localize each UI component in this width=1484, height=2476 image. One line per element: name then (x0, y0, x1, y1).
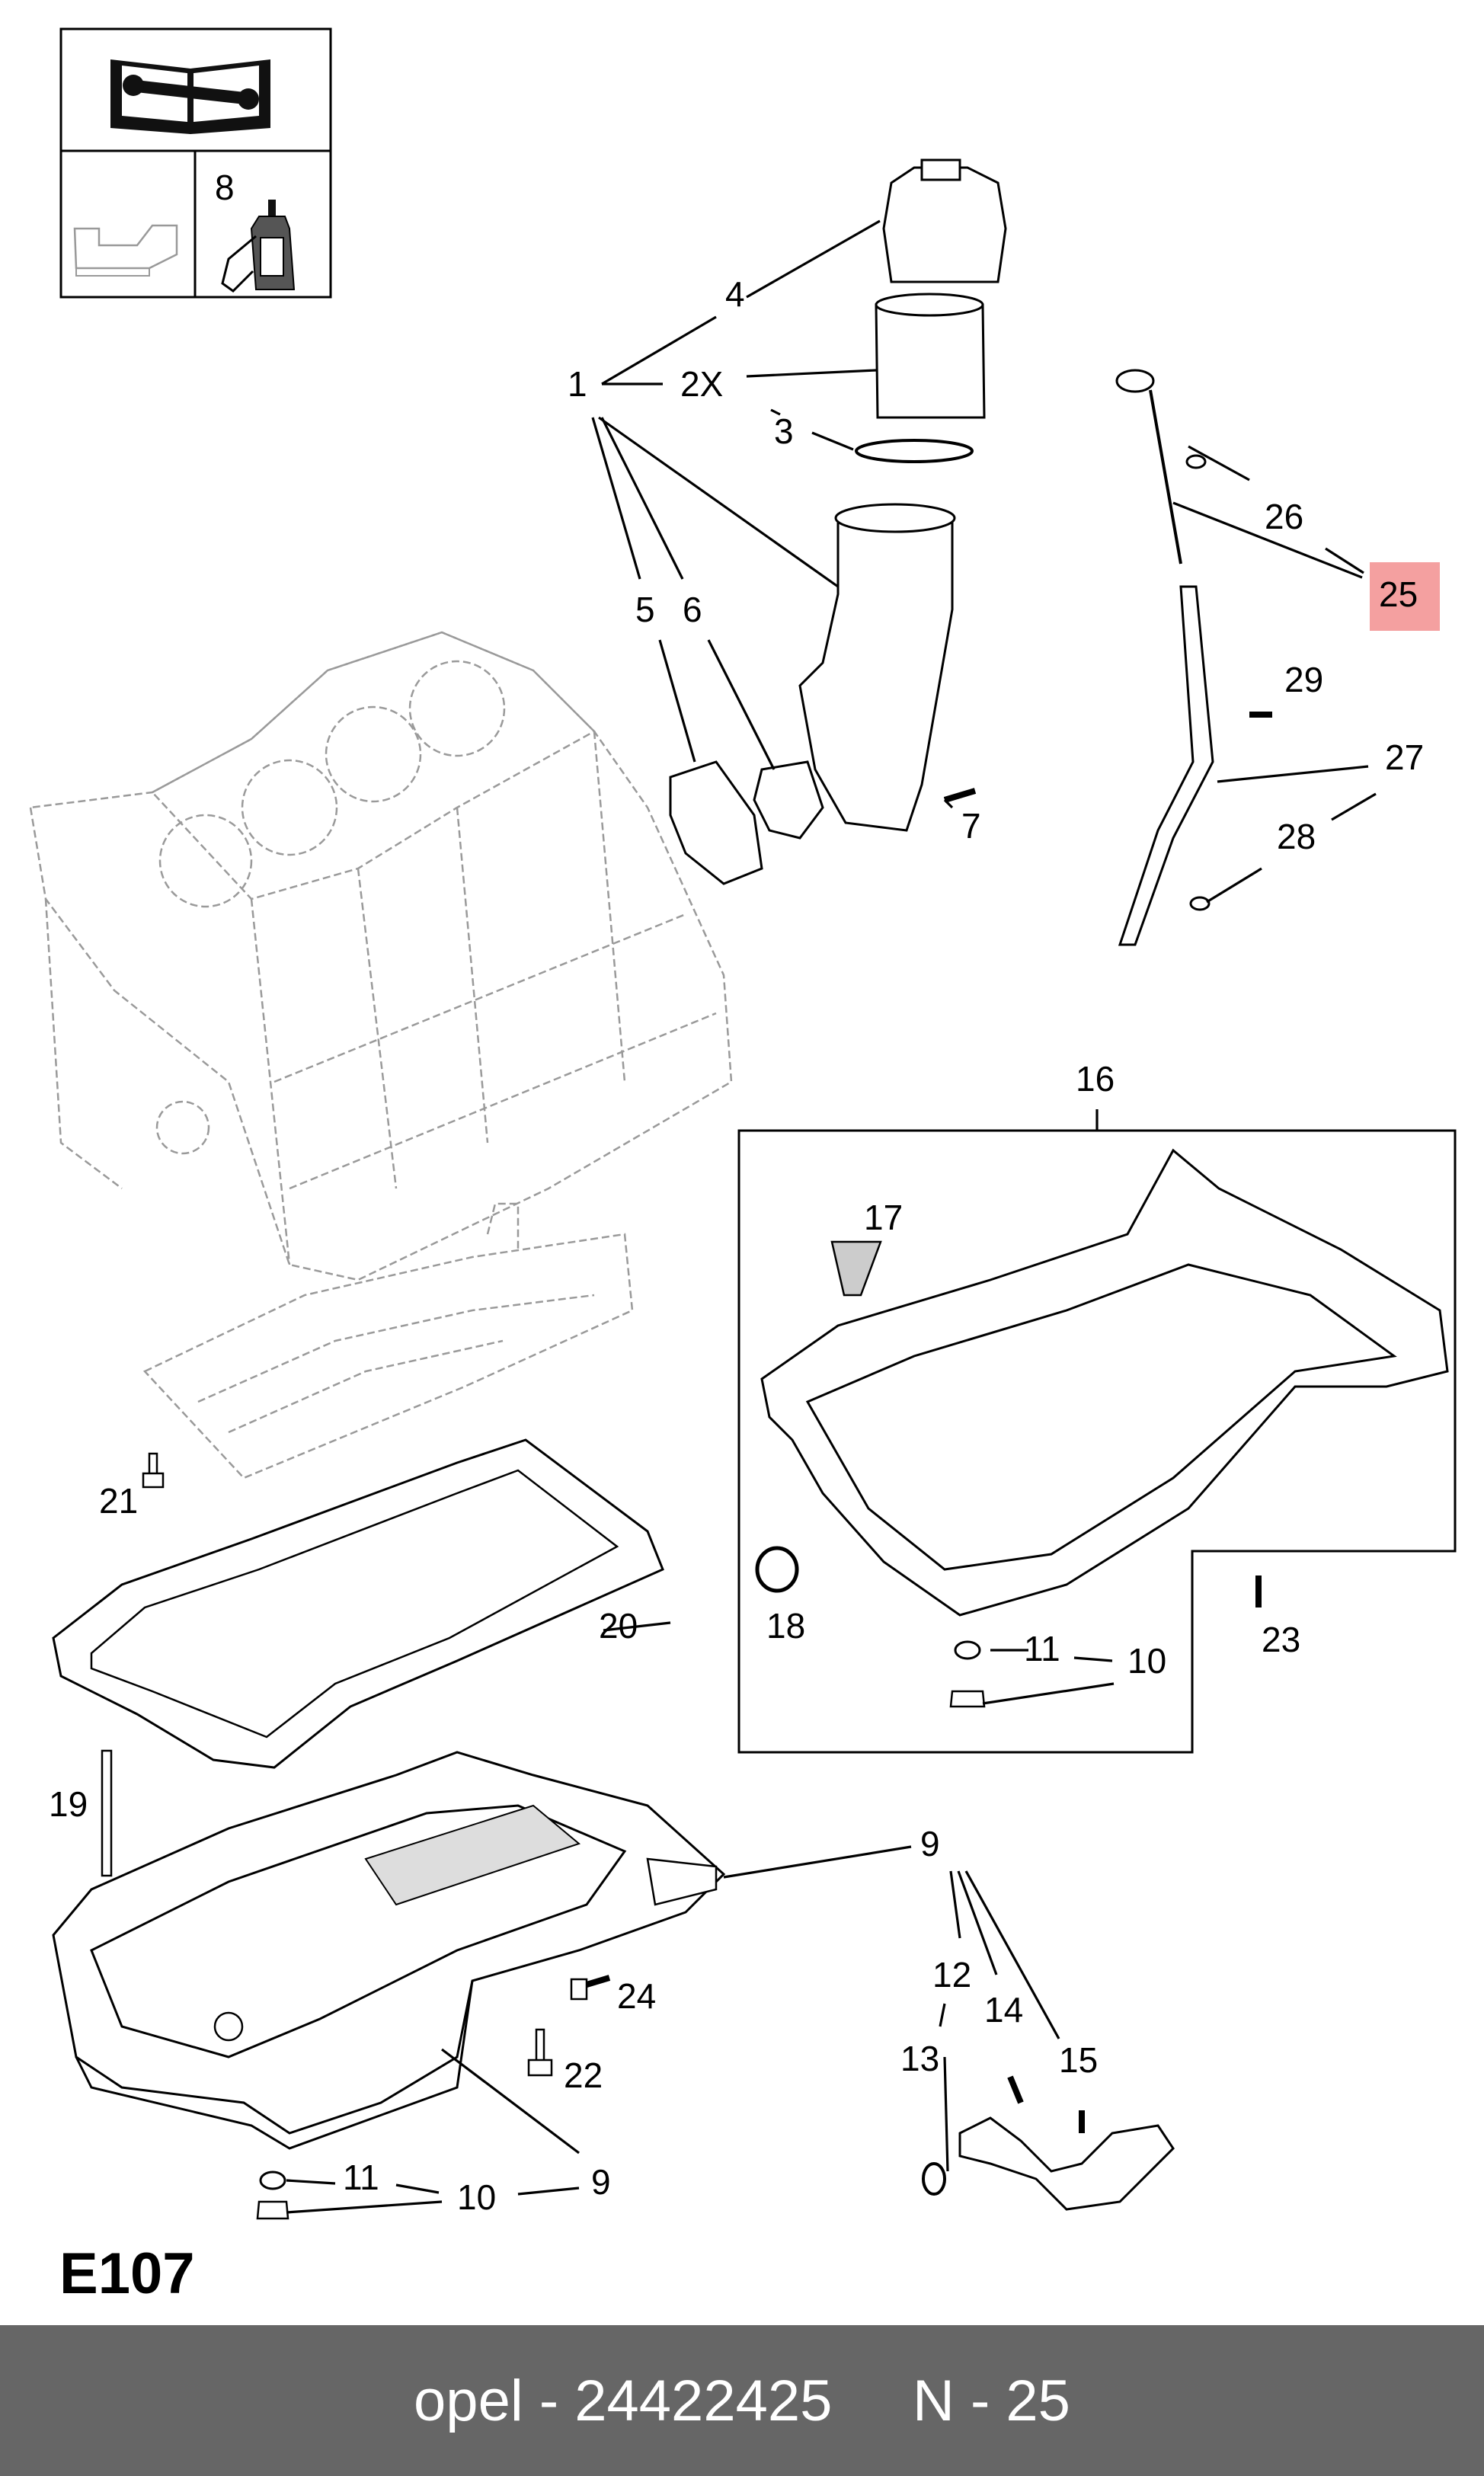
footer-ref: N - 25 (912, 2368, 1070, 2433)
callout-16: 16 (1076, 1059, 1115, 1099)
filter-housing-1 (798, 513, 954, 832)
callout-25: 25 (1379, 574, 1418, 614)
callout-11-bottom: 11 (343, 2158, 379, 2197)
callout-28: 28 (1277, 817, 1316, 856)
footer-caption: opel - 24422425 N - 25 (0, 2325, 1484, 2476)
callout-4: 4 (725, 274, 745, 314)
oil-pan-gasket-20 (52, 1438, 664, 1769)
filter-cap-4 (882, 166, 1007, 283)
seal-18 (755, 1546, 799, 1593)
callout-1: 1 (568, 364, 587, 404)
strainer-17 (830, 1240, 882, 1297)
callout-10-detail: 10 (1127, 1641, 1166, 1681)
footer-bar: opel - 24422425 N - 25 (0, 2325, 1484, 2476)
detail-box-16 (737, 1129, 1457, 1754)
callout-19: 19 (49, 1784, 88, 1824)
oil-filter-assembly (669, 158, 1007, 885)
gasket-5 (669, 760, 763, 885)
bolt-22 (527, 2028, 553, 2077)
repair-manual-wrench-icon (110, 59, 270, 134)
callout-3: 3 (774, 411, 794, 451)
engine-block (29, 631, 733, 1281)
callout-27: 27 (1385, 737, 1424, 777)
oil-pan-icon (73, 224, 178, 277)
dipstick-handle (1115, 369, 1155, 393)
dipstick-tube-27 (1118, 585, 1214, 946)
callout-13: 13 (900, 2039, 939, 2078)
callout-26: 26 (1265, 497, 1303, 536)
callout-7: 7 (961, 806, 981, 846)
diagram-code: E107 (59, 2241, 195, 2306)
callout-23: 23 (1262, 1620, 1300, 1659)
o-ring-3 (855, 439, 974, 463)
callout-9-top: 9 (920, 1824, 940, 1863)
baffle-plate (142, 1202, 634, 1480)
leader-lines (286, 219, 1377, 2214)
callout-9-bottom: 9 (591, 2162, 611, 2202)
callout-11-detail: 11 (1024, 1629, 1060, 1668)
callout-labels: 1 2X 3 4 5 6 7 9 9 10 10 11 11 12 13 14 … (49, 274, 1424, 2217)
callout-18: 18 (766, 1606, 805, 1646)
callout-5: 5 (635, 590, 655, 629)
dipstick-assembly (1115, 369, 1272, 946)
callout-10-bottom: 10 (457, 2177, 496, 2217)
gasket-6 (753, 760, 824, 840)
callout-17: 17 (864, 1198, 903, 1237)
footer-spacer (832, 2368, 913, 2434)
bolt-21 (142, 1452, 165, 1489)
icon-box: 8 (59, 27, 332, 299)
callout-22: 22 (564, 2055, 603, 2095)
callout-12: 12 (932, 1955, 971, 1995)
bolt-24 (570, 1975, 611, 2001)
stud-19 (101, 1749, 113, 1877)
callout-6: 6 (683, 590, 702, 629)
callout-21: 21 (99, 1481, 138, 1521)
footer-brand-part: opel - 24422425 (414, 2368, 833, 2433)
sealant-bottle-icon (221, 200, 296, 293)
bolt-7 (943, 788, 977, 803)
callout-24: 24 (617, 1976, 656, 2016)
callout-20: 20 (599, 1606, 638, 1646)
callout-2x: 2X (680, 364, 723, 404)
exploded-parts-diagram: 8 (29, 27, 1457, 2306)
callout-15: 15 (1059, 2040, 1098, 2080)
callout-25-highlight (1370, 562, 1440, 631)
icon-box-label-8: 8 (215, 168, 235, 207)
callout-29: 29 (1284, 660, 1323, 699)
oil-pan-9 (52, 1751, 726, 2150)
filter-element-2 (875, 303, 986, 419)
sensor-bracket (922, 2075, 1175, 2211)
drain-plug-10-lower (256, 2170, 289, 2220)
callout-14: 14 (984, 1990, 1023, 2030)
